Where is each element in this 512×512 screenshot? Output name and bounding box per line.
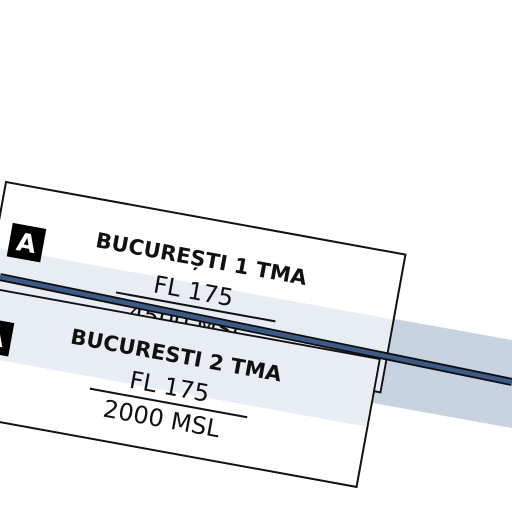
class-badge-1 <box>6 222 47 263</box>
limit-divider-2 <box>89 387 248 419</box>
airway-route-line[interactable] <box>0 273 512 386</box>
airspace-box-2-tint <box>0 287 379 427</box>
limit-divider-1 <box>115 291 276 323</box>
class-letter-2: A <box>0 321 7 353</box>
class-badge-2 <box>0 317 15 357</box>
airspace-label-2[interactable]: A BUCURESTI 2 TMA FL 175 2000 MSL <box>0 285 381 489</box>
